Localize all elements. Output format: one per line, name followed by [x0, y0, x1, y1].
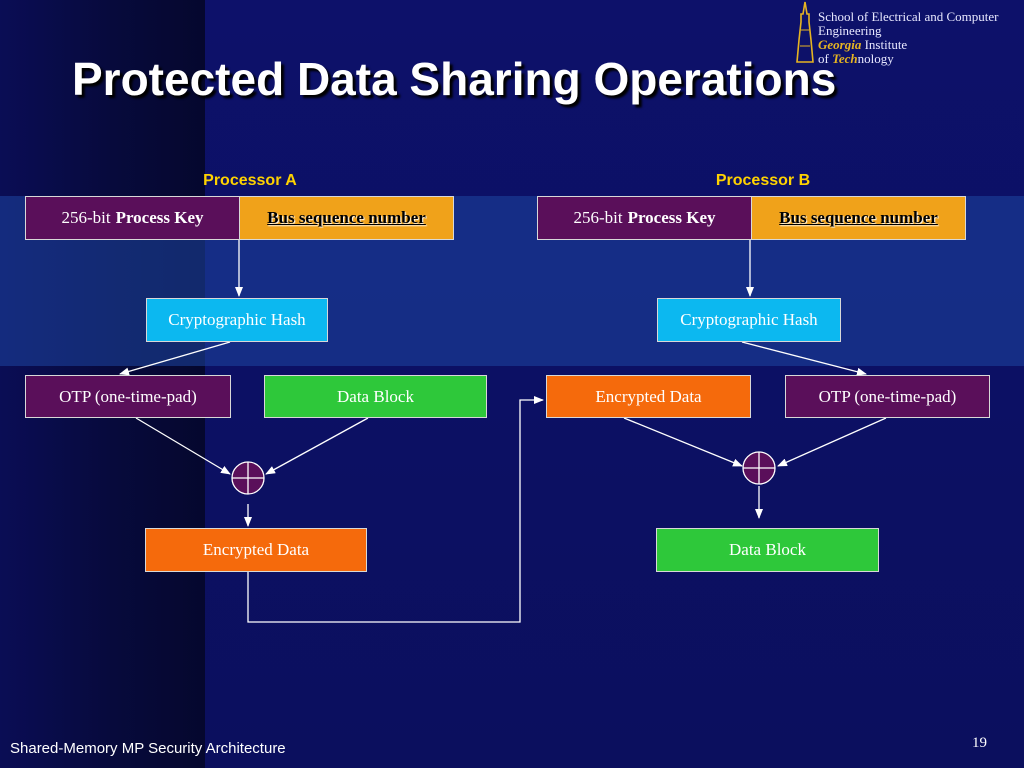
- logo-institute: Institute: [861, 37, 908, 52]
- b-data-block-box: Data Block: [656, 528, 879, 572]
- logo-line4: of Technology: [818, 52, 999, 66]
- logo-georgia: Georgia: [818, 37, 862, 52]
- b-otp-box: OTP (one-time-pad): [785, 375, 990, 418]
- xor-icon-b: [742, 451, 776, 485]
- logo-line3: Georgia Institute: [818, 38, 999, 52]
- logo-line1: School of Electrical and Computer: [818, 9, 999, 24]
- footer-text: Shared-Memory MP Security Architecture: [10, 740, 286, 757]
- b-key-bold: Process Key: [627, 208, 716, 227]
- b-hash-box: Cryptographic Hash: [657, 298, 841, 342]
- arrow-a-hash-to-otp: [119, 341, 231, 376]
- arrow-b-hash-to-otp: [741, 341, 867, 376]
- b-encrypted-data-box: Encrypted Data: [546, 375, 751, 418]
- transfer-line-a-to-b: [247, 396, 544, 623]
- a-key-bold: Process Key: [115, 208, 204, 227]
- tech-tower-icon: [796, 1, 814, 63]
- processor-a-label: Processor A: [203, 172, 297, 189]
- a-encrypted-data-box: Encrypted Data: [145, 528, 367, 572]
- a-otp-box: OTP (one-time-pad): [25, 375, 231, 418]
- xor-icon-a: [231, 461, 265, 495]
- arrow-a-otp-to-xor: [135, 417, 231, 475]
- a-key-prefix: 256-bit: [61, 208, 111, 227]
- logo-tech: Tech: [832, 51, 858, 66]
- logo-text: School of Electrical and Computer Engine…: [818, 10, 999, 66]
- arrow-b-otp-to-xor: [777, 417, 887, 467]
- b-bus-sequence-box: Bus sequence number: [751, 196, 966, 240]
- logo-of: of: [818, 51, 833, 66]
- a-hash-box: Cryptographic Hash: [146, 298, 328, 342]
- processor-b-label: Processor B: [715, 172, 811, 189]
- a-data-block-box: Data Block: [264, 375, 487, 418]
- logo-nology: nology: [857, 51, 894, 66]
- a-bus-sequence-box: Bus sequence number: [239, 196, 454, 240]
- logo-line2: Engineering: [818, 23, 882, 38]
- gatech-logo: School of Electrical and Computer Engine…: [790, 0, 1024, 66]
- slide-title: Protected Data Sharing Operations: [72, 53, 837, 105]
- page-number: 19: [972, 735, 987, 751]
- arrow-a-data-to-xor: [265, 417, 369, 475]
- b-key-prefix: 256-bit: [573, 208, 623, 227]
- arrow-b-encrypted-to-xor: [623, 417, 743, 467]
